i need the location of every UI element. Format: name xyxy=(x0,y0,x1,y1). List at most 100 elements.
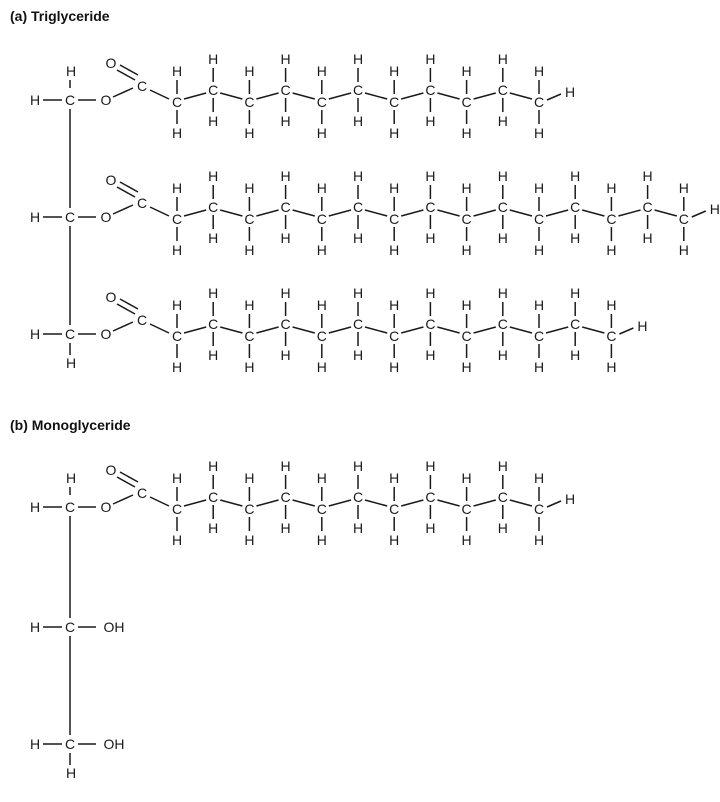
carbonyl-oxygen-atom: O xyxy=(106,55,117,71)
chain-carbon-atom: C xyxy=(643,199,653,215)
hydrogen-atom: H xyxy=(66,765,76,781)
carbonyl-carbon-atom: C xyxy=(137,195,147,211)
hydrogen-atom: H xyxy=(389,297,399,313)
double-bond xyxy=(119,298,139,310)
hydrogen-atom: H xyxy=(281,458,291,474)
chain-carbon-atom: C xyxy=(208,316,218,332)
carbonyl-carbon-atom: C xyxy=(137,485,147,501)
chain-carbon-atom: C xyxy=(172,94,182,110)
terminal-hydrogen-atom: H xyxy=(637,318,647,334)
hydrogen-atom: H xyxy=(534,242,544,258)
double-bond xyxy=(116,186,136,198)
hydrogen-atom: H xyxy=(389,125,399,141)
chain-carbon-atom: C xyxy=(425,199,435,215)
chain-carbon-atom: C xyxy=(606,211,616,227)
chain-carbon-atom: C xyxy=(498,316,508,332)
hydrogen-atom: H xyxy=(66,470,76,486)
chain-carbon-atom: C xyxy=(498,489,508,505)
hydrogen-atom: H xyxy=(389,180,399,196)
chain-carbon-atom: C xyxy=(462,94,472,110)
chain-carbon-atom: C xyxy=(244,94,254,110)
hydrogen-atom: H xyxy=(534,180,544,196)
hydrogen-atom: H xyxy=(462,359,472,375)
hydrogen-atom: H xyxy=(498,51,508,67)
single-bond xyxy=(220,209,243,217)
hydrogen-atom: H xyxy=(679,180,689,196)
hydrogen-atom: H xyxy=(317,180,327,196)
carbonyl-carbon-atom: C xyxy=(137,78,147,94)
double-bond xyxy=(116,476,136,488)
single-bond xyxy=(328,326,352,334)
hydrogen-atom: H xyxy=(534,63,544,79)
single-bond xyxy=(292,92,315,100)
single-bond xyxy=(509,92,533,100)
hydrogen-atom: H xyxy=(498,168,508,184)
chain-carbon-atom: C xyxy=(606,328,616,344)
hydrogen-atom: H xyxy=(353,113,363,129)
hydrogen-atom: H xyxy=(281,51,291,67)
hydrogen-atom: H xyxy=(30,92,40,108)
hydrogen-atom: H xyxy=(425,347,435,363)
hydrogen-atom: H xyxy=(534,532,544,548)
chain-carbon-atom: C xyxy=(498,199,508,215)
chain-carbon-atom: C xyxy=(425,489,435,505)
chain-carbon-atom: C xyxy=(534,94,544,110)
terminal-hydrogen-atom: H xyxy=(710,201,720,217)
single-bond xyxy=(183,92,207,100)
hydrogen-atom: H xyxy=(66,63,76,79)
single-bond xyxy=(328,92,352,100)
double-bond xyxy=(119,64,139,76)
hydrogen-atom: H xyxy=(389,242,399,258)
chain-carbon-atom: C xyxy=(570,199,580,215)
single-bond xyxy=(112,321,134,332)
chain-carbon-atom: C xyxy=(244,328,254,344)
hydrogen-atom: H xyxy=(281,520,291,536)
hydrogen-atom: H xyxy=(172,125,182,141)
hydrogen-atom: H xyxy=(389,63,399,79)
hydrogen-atom: H xyxy=(498,520,508,536)
hydrogen-atom: H xyxy=(172,180,182,196)
chain-carbon-atom: C xyxy=(172,501,182,517)
single-bond xyxy=(437,326,460,334)
hydrogen-atom: H xyxy=(208,458,218,474)
single-bond xyxy=(292,499,315,507)
single-bond xyxy=(545,209,569,217)
hydrogen-atom: H xyxy=(498,285,508,301)
chain-carbon-atom: C xyxy=(281,199,291,215)
hydrogen-atom: H xyxy=(208,113,218,129)
single-bond xyxy=(149,89,170,100)
hydrogen-atom: H xyxy=(498,230,508,246)
chain-carbon-atom: C xyxy=(317,94,327,110)
hydrogen-atom: H xyxy=(606,359,616,375)
hydrogen-atom: H xyxy=(462,180,472,196)
hydrogen-atom: H xyxy=(425,51,435,67)
hydrogen-atom: H xyxy=(643,168,653,184)
chain-carbon-atom: C xyxy=(425,82,435,98)
chain-carbon-atom: C xyxy=(244,211,254,227)
ester-oxygen-atom: O xyxy=(101,326,112,342)
hydrogen-atom: H xyxy=(244,470,254,486)
hydrogen-atom: H xyxy=(244,532,254,548)
hydrogen-atom: H xyxy=(30,736,40,752)
single-bond xyxy=(401,92,424,100)
hydrogen-atom: H xyxy=(389,359,399,375)
single-bond xyxy=(256,326,279,334)
hydrogen-atom: H xyxy=(244,297,254,313)
carbonyl-oxygen-atom: O xyxy=(106,289,117,305)
hydrogen-atom: H xyxy=(498,458,508,474)
panel-b-label: (b) Monoglyceride xyxy=(10,417,131,433)
hydrogen-atom: H xyxy=(389,470,399,486)
single-bond xyxy=(149,496,170,507)
terminal-hydrogen-atom: H xyxy=(565,491,575,507)
hydrogen-atom: H xyxy=(353,520,363,536)
single-bond xyxy=(618,209,641,217)
hydrogen-atom: H xyxy=(425,458,435,474)
chain-carbon-atom: C xyxy=(281,316,291,332)
hydrogen-atom: H xyxy=(606,180,616,196)
chain-carbon-atom: C xyxy=(353,199,363,215)
hydrogen-atom: H xyxy=(317,359,327,375)
chain-carbon-atom: C xyxy=(208,199,218,215)
chain-carbon-atom: C xyxy=(534,328,544,344)
hydrogen-atom: H xyxy=(462,532,472,548)
